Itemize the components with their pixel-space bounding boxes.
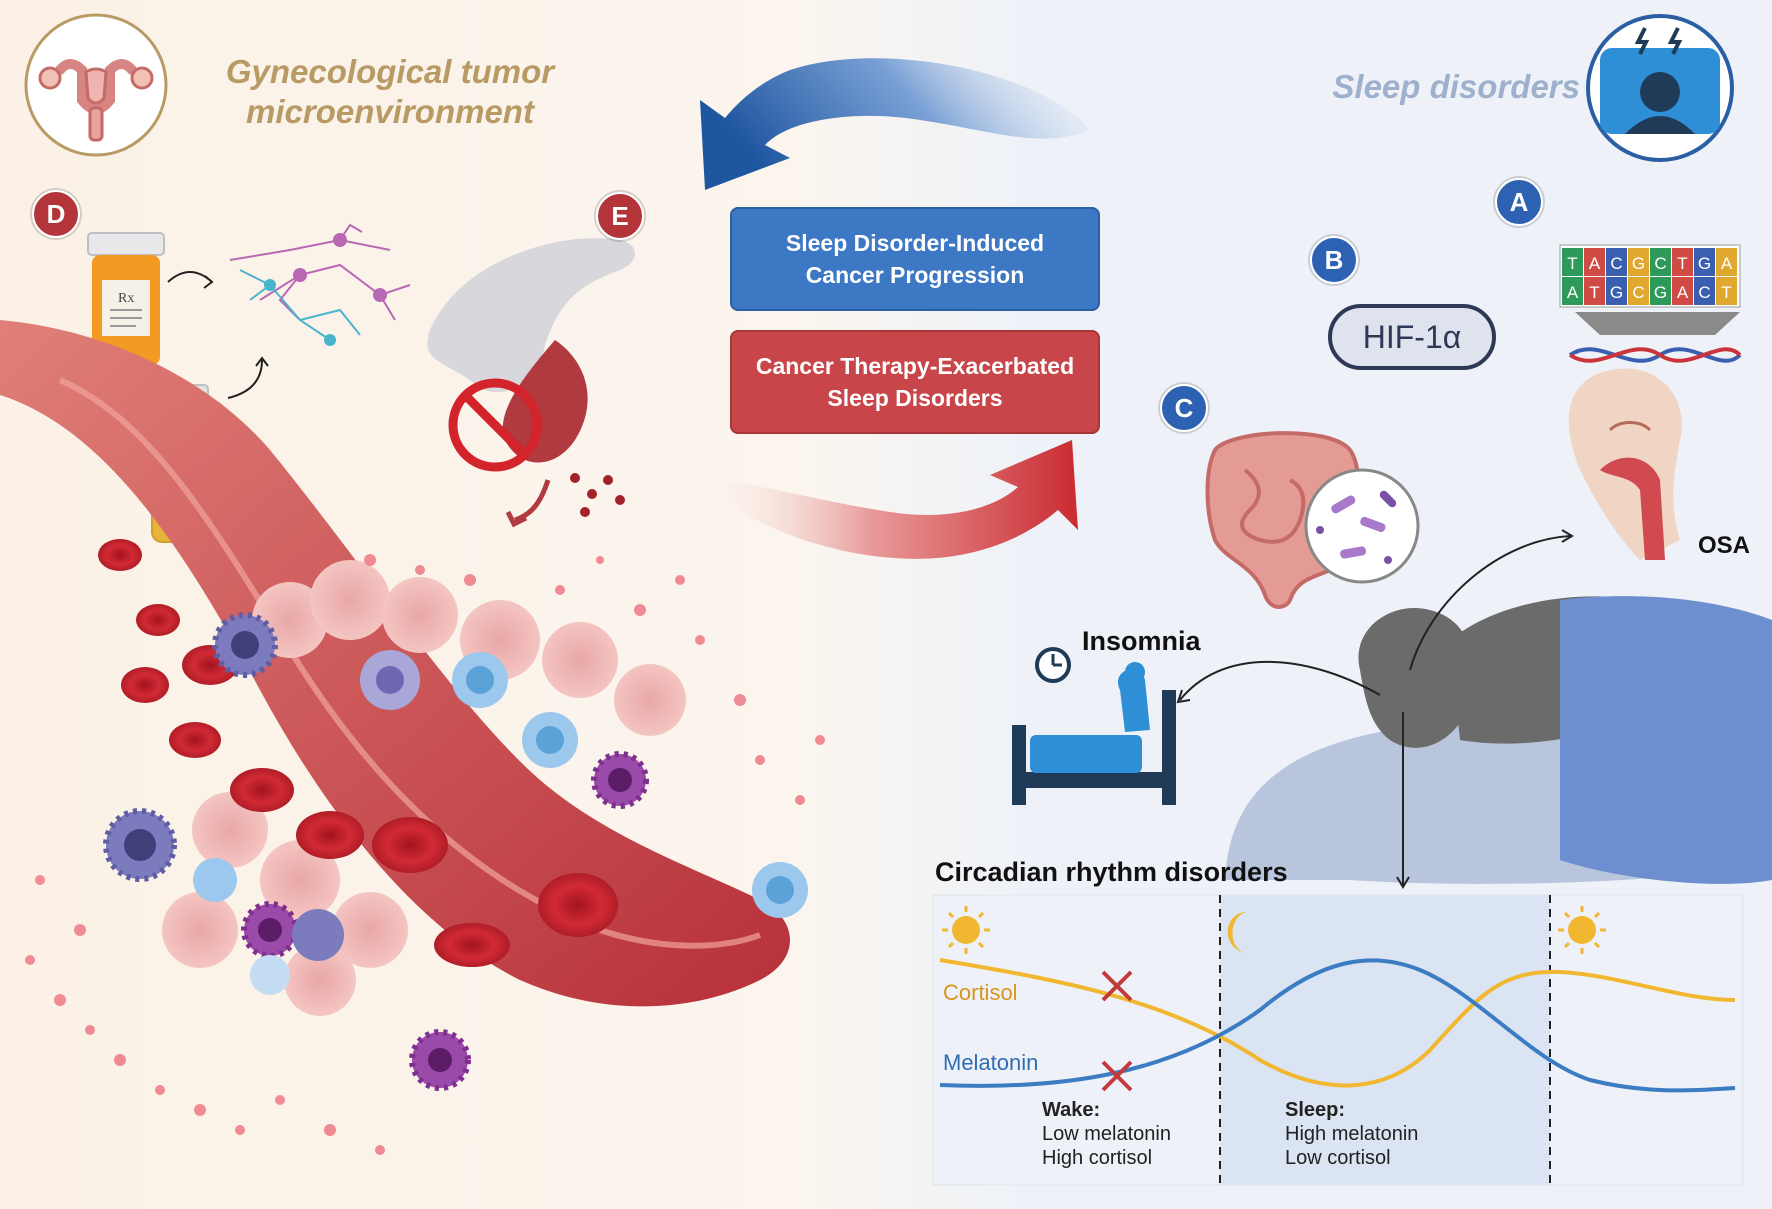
osa-head-icon xyxy=(1568,368,1682,560)
dna-base-letter: C xyxy=(1698,283,1710,302)
dna-base-tile xyxy=(1694,248,1715,276)
cancer-therapy-exacerbated-box: Cancer Therapy-Exacerbated Sleep Disorde… xyxy=(730,330,1100,434)
dna-base-letter: A xyxy=(1589,254,1601,273)
melatonin-label: Melatonin xyxy=(943,1050,1039,1075)
dna-base-letter: C xyxy=(1654,254,1666,273)
progression-arrow xyxy=(700,58,1090,190)
osa-label: OSA xyxy=(1698,532,1751,559)
dna-base-tile xyxy=(1650,277,1671,305)
dna-base-letter: A xyxy=(1677,283,1689,302)
prohibition-icon xyxy=(448,378,542,472)
tumor-microenvironment-title: Gynecological tumor microenvironment xyxy=(225,53,555,130)
dna-base-tile xyxy=(1584,277,1605,305)
cytokine-particles xyxy=(25,554,825,1155)
dna-base-letter: T xyxy=(1589,283,1599,302)
sleep-line-1: High melatonin xyxy=(1285,1123,1419,1145)
dna-base-letter: T xyxy=(1721,283,1731,302)
sleep-disorder-emblem-icon xyxy=(1586,14,1734,162)
sleep-disorder-induced-progression-box: Sleep Disorder-Induced Cancer Progressio… xyxy=(730,207,1100,311)
dna-base-letter: A xyxy=(1721,254,1733,273)
insomnia-label: Insomnia xyxy=(1082,626,1201,656)
pill-bottle-icon xyxy=(87,232,165,365)
sleep-line-2: Low cortisol xyxy=(1285,1147,1391,1169)
circadian-panel xyxy=(932,894,1744,1186)
cortisol-label: Cortisol xyxy=(943,980,1018,1005)
hif-1a-label: HIF-1α xyxy=(1328,304,1496,370)
wake-line-2: High cortisol xyxy=(1042,1147,1153,1169)
sleep-disorders-title: Sleep disorders xyxy=(1332,68,1580,105)
dna-base-tile xyxy=(1672,248,1693,276)
wake-description: Wake: Low melatonin High cortisol xyxy=(1042,1098,1171,1170)
red-blood-cells xyxy=(98,539,618,967)
dna-base-letter: G xyxy=(1610,283,1623,302)
dna-base-tile xyxy=(1562,248,1583,276)
dna-base-tile xyxy=(1562,277,1583,305)
dna-base-tile xyxy=(1628,277,1649,305)
wake-line-1: Low melatonin xyxy=(1042,1123,1171,1145)
prescription-symbol: Rx xyxy=(118,291,134,306)
dna-base-letter: G xyxy=(1654,283,1667,302)
dna-base-letter: A xyxy=(1567,283,1579,302)
uterus-emblem-icon xyxy=(24,13,168,157)
dna-base-letter: C xyxy=(1632,283,1644,302)
melatonin-disruption-icon xyxy=(1101,1060,1133,1092)
sun-icon-2 xyxy=(1558,906,1606,954)
sleeping-person xyxy=(1225,596,1772,884)
wake-title: Wake: xyxy=(1042,1099,1101,1121)
tumor-cell-cluster xyxy=(162,560,686,1016)
dna-base-tile xyxy=(1694,277,1715,305)
immune-cells xyxy=(103,612,808,1091)
pituitary-gland-icon xyxy=(427,238,635,528)
sleep-title: Sleep: xyxy=(1285,1099,1346,1121)
badge-a: A xyxy=(1495,178,1543,226)
dna-base-tile xyxy=(1716,277,1737,305)
dna-base-tile xyxy=(1606,248,1627,276)
badge-e: E xyxy=(596,192,644,240)
gut-bacteria-icon xyxy=(1304,468,1420,584)
melatonin-curve xyxy=(939,958,1736,1093)
dna-base-tile xyxy=(1650,248,1671,276)
sun-icon xyxy=(942,906,990,954)
branch-arrows xyxy=(1176,529,1574,889)
dna-base-tile xyxy=(1672,277,1693,305)
clock-icon xyxy=(1035,647,1071,683)
dna-base-letter: T xyxy=(1567,254,1577,273)
therapy-arrow xyxy=(700,440,1078,559)
dna-base-letter: T xyxy=(1677,254,1687,273)
moon-icon xyxy=(1227,912,1246,954)
dna-base-letter: G xyxy=(1698,254,1711,273)
cortisol-curve xyxy=(939,958,1736,1088)
dna-base-tile xyxy=(1606,277,1627,305)
dna-base-letter: C xyxy=(1610,254,1622,273)
badge-c: C xyxy=(1160,384,1208,432)
badge-d: D xyxy=(32,190,80,238)
dna-base-tile xyxy=(1628,248,1649,276)
badge-b: B xyxy=(1310,236,1358,284)
cortisol-disruption-icon xyxy=(1101,970,1133,1002)
sleep-description: Sleep: High melatonin Low cortisol xyxy=(1285,1098,1418,1170)
dna-base-tile xyxy=(1584,248,1605,276)
insomnia-bed-icon xyxy=(1012,662,1176,805)
circadian-title: Circadian rhythm disorders xyxy=(935,857,1288,887)
dna-base-tile xyxy=(1716,248,1737,276)
neuron-network-icon xyxy=(229,223,411,346)
dna-base-letter: G xyxy=(1632,254,1645,273)
